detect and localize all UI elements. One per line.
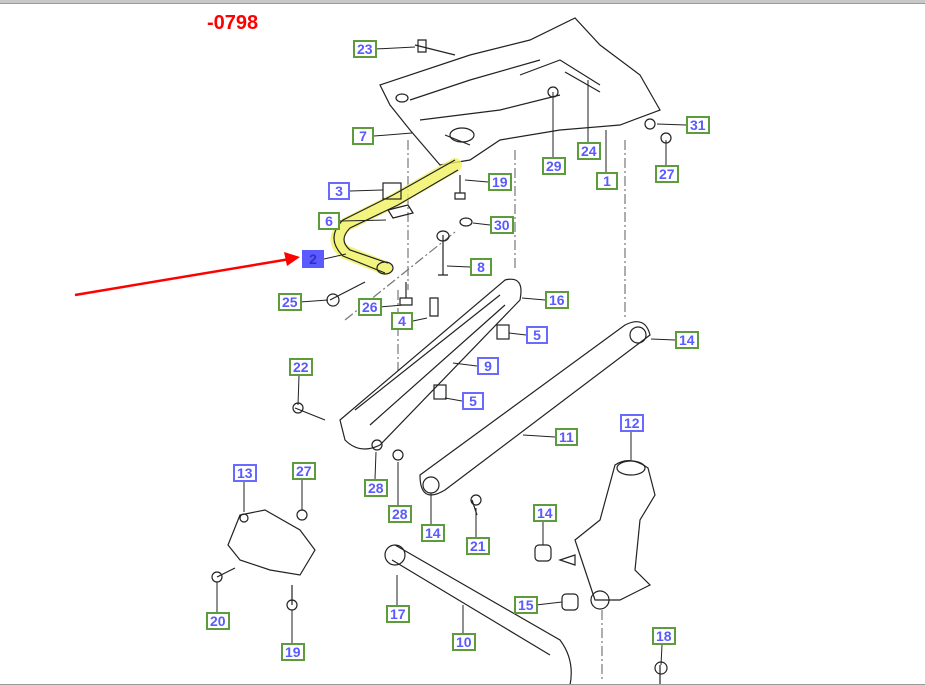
callout-20[interactable]: 20: [206, 612, 230, 630]
callout-14[interactable]: 14: [675, 331, 699, 349]
diagram-code: -0798: [207, 12, 259, 34]
callout-23[interactable]: 23: [353, 40, 377, 58]
callout-9[interactable]: 9: [477, 357, 499, 375]
callout-31[interactable]: 31: [686, 116, 710, 134]
callout-8[interactable]: 8: [470, 258, 492, 276]
subframe: [379, 17, 661, 166]
callout-27[interactable]: 27: [655, 165, 679, 183]
callout-13[interactable]: 13: [233, 464, 257, 482]
callout-21[interactable]: 21: [466, 537, 490, 555]
callout-3[interactable]: 3: [328, 182, 350, 200]
callout-18[interactable]: 18: [652, 627, 676, 645]
callout-12[interactable]: 12: [620, 414, 644, 432]
callout-16[interactable]: 16: [545, 291, 569, 309]
callout-6[interactable]: 6: [318, 212, 340, 230]
callout-28-lower[interactable]: 28: [388, 505, 412, 523]
callout-19[interactable]: 19: [488, 173, 512, 191]
callout-27-lower[interactable]: 27: [292, 462, 316, 480]
trailing-arm: [419, 321, 651, 496]
stabilizer-bar-highlight: [330, 158, 462, 275]
callout-29[interactable]: 29: [542, 157, 566, 175]
callout-10[interactable]: 10: [452, 633, 476, 651]
callout-11[interactable]: 11: [555, 428, 578, 446]
callout-30[interactable]: 30: [490, 216, 514, 234]
callout-14-bushing[interactable]: 14: [533, 504, 557, 522]
callout-1[interactable]: 1: [596, 172, 618, 190]
lower-arm: [339, 278, 522, 450]
callout-26[interactable]: 26: [358, 298, 382, 316]
callout-17[interactable]: 17: [386, 605, 410, 623]
callout-28[interactable]: 28: [364, 479, 388, 497]
leader-lines: [216, 46, 687, 666]
callout-25[interactable]: 25: [278, 293, 302, 311]
callout-5-lower[interactable]: 5: [462, 392, 484, 410]
callout-19-lower[interactable]: 19: [281, 643, 305, 661]
callout-22[interactable]: 22: [289, 358, 313, 376]
callout-15[interactable]: 15: [514, 596, 538, 614]
top-border: [0, 0, 925, 4]
toe-link: [391, 544, 572, 685]
callout-2-selected[interactable]: 2: [302, 250, 324, 268]
red-arrow: [74, 257, 291, 297]
callout-5[interactable]: 5: [526, 326, 548, 344]
callout-4[interactable]: 4: [391, 312, 413, 330]
callout-7[interactable]: 7: [352, 127, 374, 145]
knuckle: [574, 460, 656, 601]
bracket: [227, 509, 316, 576]
red-arrow-head: [284, 252, 300, 266]
callout-24[interactable]: 24: [577, 142, 601, 160]
callout-14-lower[interactable]: 14: [421, 524, 445, 542]
